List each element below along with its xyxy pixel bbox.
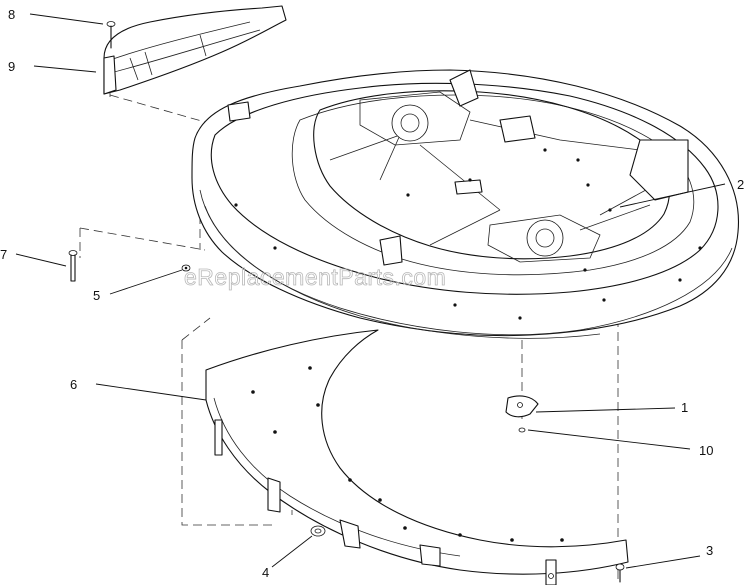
callout-9: 9 <box>8 59 15 74</box>
callout-6: 6 <box>70 377 77 392</box>
part-9-discharge-shield <box>103 5 287 95</box>
callout-1: 1 <box>681 400 688 415</box>
part-1-clip <box>505 395 539 418</box>
part-7-bolt <box>68 250 78 282</box>
part-8-screw <box>106 21 116 49</box>
callout-7: 7 <box>0 247 7 262</box>
leader-lines <box>15 13 726 569</box>
mower-deck-housing <box>191 69 740 339</box>
part-3-screw <box>615 563 625 583</box>
part-4-nut <box>310 525 326 537</box>
part-5-nut <box>181 264 191 272</box>
callout-4: 4 <box>262 565 269 580</box>
callout-3: 3 <box>706 543 713 558</box>
watermark-text: eReplacementParts.com <box>184 264 446 290</box>
callout-2: 2 <box>737 177 744 192</box>
callout-5: 5 <box>93 288 100 303</box>
part-6-baffle <box>205 329 629 585</box>
callout-8: 8 <box>8 7 15 22</box>
part-10-screw <box>518 427 526 433</box>
callout-labels: 8 9 7 5 6 2 1 10 4 3 <box>0 7 744 580</box>
callout-10: 10 <box>699 443 713 458</box>
